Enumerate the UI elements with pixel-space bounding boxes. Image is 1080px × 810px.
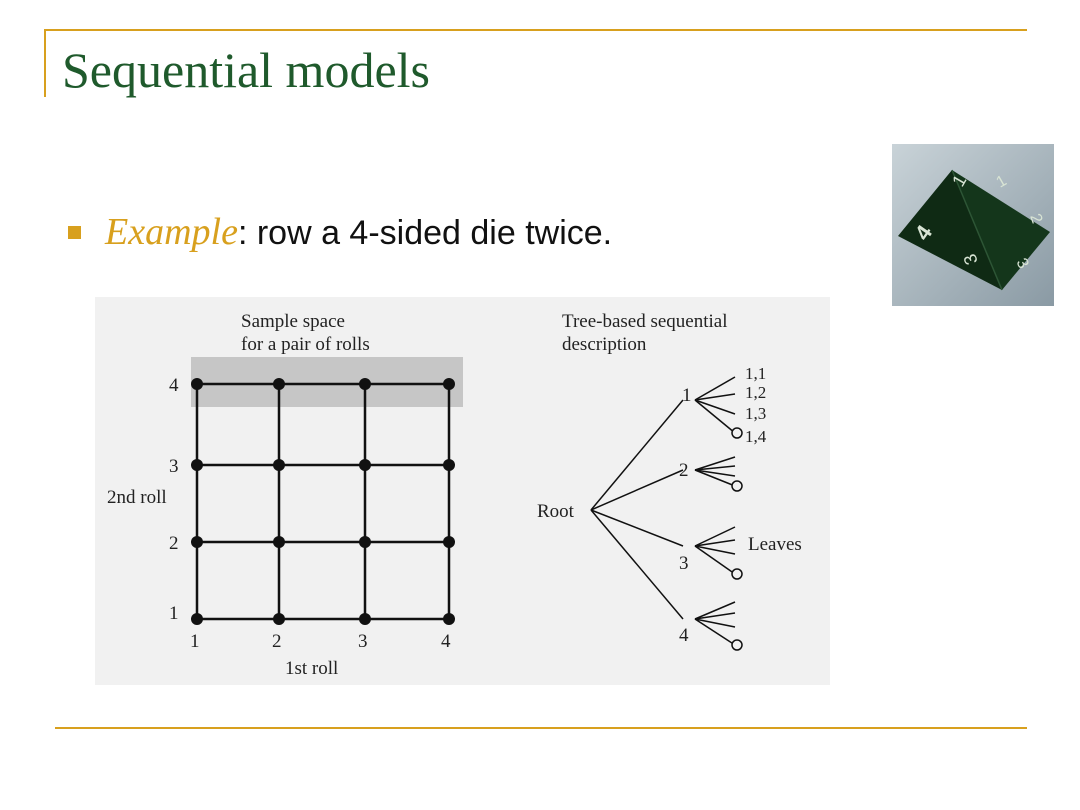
outcome-point-2-1 xyxy=(273,613,285,625)
tree-title-line1: Tree-based sequential xyxy=(562,311,728,332)
slide-title: Sequential models xyxy=(62,40,430,100)
branch-label-4: 4 xyxy=(679,625,689,646)
leaf-node-4-4 xyxy=(732,640,742,650)
x-tick-1: 1 xyxy=(190,631,200,652)
tree-root-label: Root xyxy=(537,501,575,522)
branch-label-1: 1 xyxy=(682,385,692,406)
outcome-point-4-4 xyxy=(443,378,455,390)
figure-background xyxy=(95,297,830,685)
outcome-point-2-2 xyxy=(273,536,285,548)
leaf-label-1-1: 1,1 xyxy=(745,364,766,383)
left-accent-line xyxy=(44,29,46,97)
outcome-point-3-3 xyxy=(359,459,371,471)
bottom-accent-line xyxy=(55,727,1027,729)
bullet-text: Example: row a 4-sided die twice. xyxy=(105,210,612,254)
x-tick-4: 4 xyxy=(441,631,451,652)
y-tick-4: 4 xyxy=(169,375,179,396)
outcome-point-4-3 xyxy=(443,459,455,471)
outcome-point-1-3 xyxy=(191,459,203,471)
x-tick-2: 2 xyxy=(272,631,282,652)
bullet-square-icon xyxy=(68,226,81,239)
bullet-item: Example: row a 4-sided die twice. xyxy=(68,208,612,256)
grid-title-line1: Sample space xyxy=(241,311,345,332)
leaf-node-2-4 xyxy=(732,481,742,491)
top-accent-line xyxy=(44,29,1027,31)
y-tick-3: 3 xyxy=(169,456,179,477)
sample-space-figure: Sample space for a pair of rolls Tree-ba… xyxy=(95,297,830,685)
tree-title-line2: description xyxy=(562,334,647,355)
leaf-node-3-4 xyxy=(732,569,742,579)
outcome-point-3-2 xyxy=(359,536,371,548)
grid-title-line2: for a pair of rolls xyxy=(241,334,370,355)
leaf-label-1-3: 1,3 xyxy=(745,404,766,423)
outcome-point-4-2 xyxy=(443,536,455,548)
y-axis-label: 2nd roll xyxy=(107,487,167,508)
outcome-point-2-4 xyxy=(273,378,285,390)
outcome-point-3-1 xyxy=(359,613,371,625)
y-tick-2: 2 xyxy=(169,533,179,554)
outcome-point-1-1 xyxy=(191,613,203,625)
leaf-label-1-4: 1,4 xyxy=(745,427,767,446)
bullet-rest: : row a 4-sided die twice. xyxy=(238,214,612,252)
leaf-label-1-2: 1,2 xyxy=(745,383,766,402)
x-axis-label: 1st roll xyxy=(285,658,338,679)
grid-shaded-band xyxy=(191,357,463,407)
leaves-label: Leaves xyxy=(748,534,802,555)
outcome-point-2-3 xyxy=(273,459,285,471)
outcome-point-4-1 xyxy=(443,613,455,625)
y-tick-1: 1 xyxy=(169,603,179,624)
outcome-point-3-4 xyxy=(359,378,371,390)
outcome-point-1-2 xyxy=(191,536,203,548)
tetrahedral-die-image: 4 1 1 2 3 3 xyxy=(892,144,1054,306)
bullet-emphasis: Example xyxy=(105,211,238,253)
branch-label-3: 3 xyxy=(679,553,689,574)
outcome-point-1-4 xyxy=(191,378,203,390)
leaf-node-1-4 xyxy=(732,428,742,438)
branch-label-2: 2 xyxy=(679,460,689,481)
x-tick-3: 3 xyxy=(358,631,368,652)
